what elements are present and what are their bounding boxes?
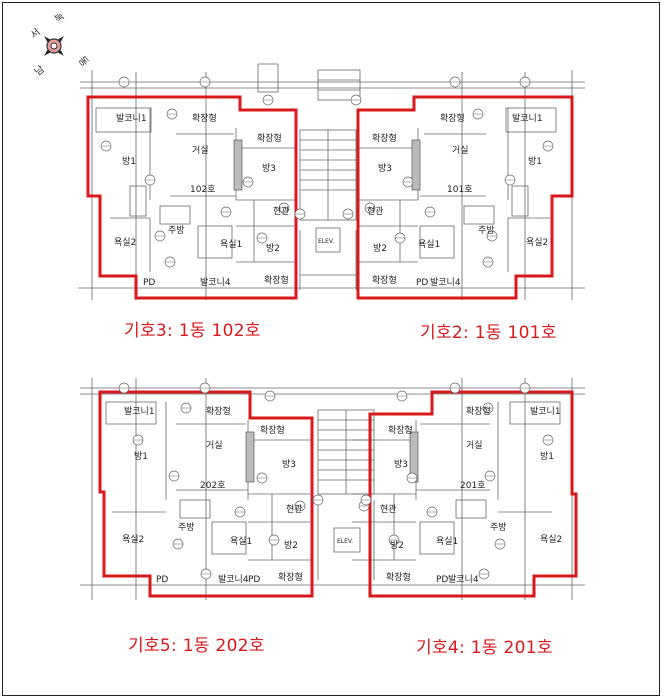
label-entrance-202: 현관: [286, 504, 303, 515]
label-expansion-101b: 확장형: [372, 132, 397, 144]
label-pd-201: PD: [436, 575, 448, 585]
label-elev-top: ELEV.: [318, 238, 334, 245]
label-bath2-202: 욕실2: [122, 534, 144, 545]
unit-201-outline: [368, 390, 578, 598]
label-unit-102: 102호: [190, 184, 215, 195]
label-room3-202: 방3: [282, 459, 296, 470]
unit-202-outline: [98, 390, 314, 598]
label-room3-201: 방3: [394, 459, 408, 470]
label-kitchen-202: 주방: [178, 522, 195, 533]
label-room3-101: 방3: [378, 163, 392, 174]
bottom-floor-plan: [80, 378, 585, 600]
label-balcony1-101: 발코니1: [512, 113, 543, 124]
label-expansion-101a: 확장형: [440, 112, 465, 124]
compass-rose-icon: 북 동 서 남: [28, 14, 91, 78]
label-room2-202: 방2: [284, 540, 298, 551]
caption-unit-101: 기호2: 1동 101호: [420, 323, 557, 343]
label-room1-101: 방1: [528, 156, 542, 167]
label-balcony4-201: 발코니4: [448, 574, 479, 585]
label-living-101: 거실: [452, 145, 469, 156]
label-bath2-101: 욕실2: [526, 237, 548, 248]
label-expansion-201c: 확장형: [386, 571, 411, 583]
label-expansion-202b: 확장형: [260, 424, 285, 436]
label-balcony1-102: 발코니1: [116, 113, 147, 124]
label-expansion-102c: 확장형: [264, 274, 289, 286]
caption-unit-202: 기호5: 1동 202호: [128, 636, 265, 656]
label-living-102: 거실: [192, 145, 209, 156]
label-expansion-102b: 확장형: [257, 132, 282, 144]
label-bath2-102: 욕실2: [114, 237, 136, 248]
label-pd-202b: PD: [248, 575, 260, 585]
top-floor-plan: [78, 63, 585, 300]
caption-unit-201: 기호4: 1동 201호: [416, 638, 553, 658]
label-pd-102: PD: [143, 278, 155, 288]
unit-101-outline: [356, 95, 574, 300]
label-room3-102: 방3: [262, 163, 276, 174]
label-expansion-202c: 확장형: [278, 571, 303, 583]
label-entrance-101: 현관: [367, 206, 384, 217]
label-bath1-101: 욕실1: [418, 239, 440, 250]
label-balcony4-102: 발코니4: [200, 277, 231, 288]
label-balcony4-101: 발코니4: [430, 277, 461, 288]
label-expansion-101c: 확장형: [372, 274, 397, 286]
label-kitchen-102: 주방: [168, 225, 185, 236]
label-kitchen-201: 주방: [490, 522, 507, 533]
label-entrance-102: 현관: [273, 206, 290, 217]
label-room1-102: 방1: [122, 156, 136, 167]
label-living-201: 거실: [466, 440, 483, 451]
label-balcony4-202: 발코니4: [218, 574, 249, 585]
compass-north: 북: [52, 14, 67, 25]
label-unit-202: 202호: [200, 480, 225, 491]
label-room1-201: 방1: [540, 451, 554, 462]
label-bath1-201: 욕실1: [436, 536, 458, 547]
label-balcony1-201: 발코니1: [530, 406, 561, 417]
label-balcony1-202: 발코니1: [124, 406, 155, 417]
label-bath1-202: 욕실1: [230, 536, 252, 547]
label-room2-101: 방2: [373, 243, 387, 254]
label-room2-201: 방2: [390, 540, 404, 551]
label-bath2-201: 욕실2: [540, 534, 562, 545]
caption-unit-102: 기호3: 1동 102호: [124, 321, 261, 341]
label-expansion-201b: 확장형: [388, 424, 413, 436]
label-pd-202a: PD: [156, 575, 168, 585]
label-unit-101: 101호: [447, 184, 472, 195]
unit-102-outline: [86, 95, 298, 300]
label-pd-101: PD: [416, 278, 428, 288]
label-expansion-202a: 확장형: [206, 405, 231, 417]
label-bath1-102: 욕실1: [220, 239, 242, 250]
label-unit-201: 201호: [460, 480, 485, 491]
label-living-202: 거실: [206, 440, 223, 451]
label-room2-102: 방2: [266, 243, 280, 254]
label-kitchen-101: 주방: [478, 225, 495, 236]
label-entrance-201: 현관: [380, 504, 397, 515]
label-elev-bottom: ELEV.: [337, 538, 353, 545]
label-room1-202: 방1: [134, 451, 148, 462]
label-expansion-201a: 확장형: [466, 405, 491, 417]
label-expansion-102a: 확장형: [192, 112, 217, 124]
